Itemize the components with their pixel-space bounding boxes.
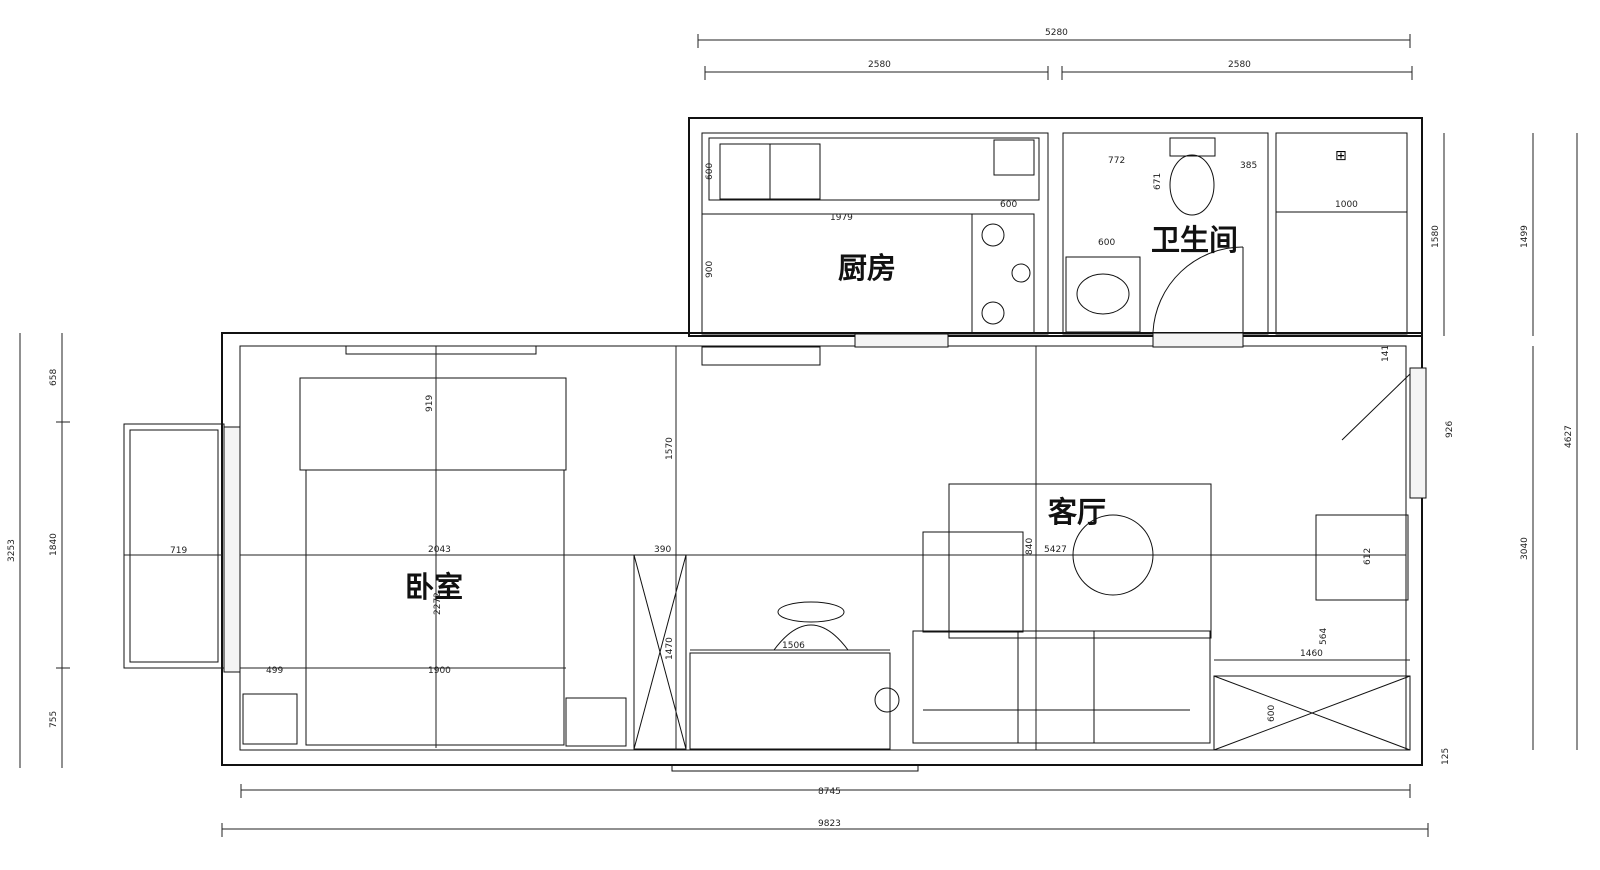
room-label-bathroom: 卫生间	[1151, 223, 1238, 257]
bedroom: 卧室 2043 1900 2272 919 499	[240, 345, 1406, 748]
dim-bath-right: 1580	[1431, 225, 1441, 248]
dim-hall-v: 1570	[665, 437, 675, 460]
dim-bottom-inner: 8745	[818, 787, 841, 797]
dim-gap: 564	[1319, 628, 1329, 645]
dim-armchair: 612	[1363, 548, 1373, 565]
dim-cabinet-w: 1460	[1300, 649, 1323, 659]
dim-kitchen-h: 900	[705, 261, 715, 278]
dim-top-total: 5280	[1045, 28, 1068, 38]
dim-bottom-total: 9823	[818, 819, 841, 829]
top-dimensions: 5280 2580 2580	[697, 28, 1413, 80]
shower-icon: ⊞	[1335, 148, 1347, 164]
kitchen: 厨房 1979 600 900 600	[701, 137, 1040, 366]
living-room: 客厅 5427 840 612 1460 600 564 141 926	[912, 345, 1455, 751]
bathroom: ⊞ 卫生间 772 385 671 600 1000	[1065, 137, 1407, 333]
wardrobe	[633, 554, 687, 750]
plant-icon	[874, 687, 900, 713]
dim-kitchen-top: 600	[705, 163, 715, 180]
stove	[971, 213, 1035, 335]
study-area: 390 1470 1570 1506	[633, 346, 900, 750]
dim-nightstand: 499	[266, 666, 283, 676]
dim-left-mid: 1840	[49, 533, 59, 556]
dim-cabinet-h: 600	[1267, 705, 1277, 722]
dim-desk: 1506	[782, 641, 805, 651]
room-label-bedroom: 卧室	[405, 570, 463, 604]
rug	[948, 483, 1212, 639]
dim-bed-lower: 1900	[428, 666, 451, 676]
dim-shower: 1000	[1335, 200, 1358, 210]
dim-bath-c: 671	[1153, 173, 1163, 190]
dim-right-lower: 3040	[1520, 537, 1530, 560]
dim-left-top: 658	[49, 369, 59, 386]
dim-top-right: 2580	[1228, 60, 1251, 70]
dim-bath-d: 600	[1098, 238, 1115, 248]
dim-bed-width: 2043	[428, 545, 451, 555]
dim-living-w: 5427	[1044, 545, 1067, 555]
burner-icon	[1011, 263, 1031, 283]
bed-headboard	[299, 377, 567, 471]
dim-bath-b: 385	[1240, 161, 1257, 171]
balcony: 719	[123, 423, 225, 669]
dim-balcony: 719	[170, 546, 187, 556]
burner-icon	[981, 223, 1005, 247]
left-dimensions: 3253 658 1840 755	[7, 333, 70, 768]
nightstand	[242, 693, 298, 745]
tv-cabinet	[1213, 675, 1411, 751]
entrance-door	[1341, 373, 1411, 441]
dim-right-outer: 4627	[1564, 425, 1574, 448]
desk	[689, 652, 891, 750]
dim-kitchen-w: 1979	[830, 213, 853, 223]
right-dimensions: 1580 1499 3040 4627	[1431, 133, 1578, 750]
burner-icon	[981, 301, 1005, 325]
dim-bed-head: 919	[425, 395, 435, 412]
dim-left-outer: 3253	[7, 539, 17, 562]
armchair	[1315, 514, 1409, 601]
dim-living-v: 840	[1025, 538, 1035, 555]
dim-kitchen-hob: 600	[1000, 200, 1017, 210]
bottom-dimensions: 8745 9823 125	[221, 748, 1451, 837]
coffee-table	[1072, 514, 1154, 596]
dim-door-right: 926	[1445, 421, 1455, 438]
sofa	[912, 630, 1211, 744]
room-label-living: 客厅	[1048, 495, 1106, 529]
dim-bed-vertical: 2272	[433, 592, 443, 615]
dim-top-left: 2580	[868, 60, 891, 70]
chair	[777, 601, 845, 623]
washbasin	[1065, 256, 1141, 333]
dim-wardrobe-h: 1470	[665, 637, 675, 660]
toilet-icon	[1169, 154, 1215, 216]
walls	[221, 117, 1427, 766]
dim-bottom-right: 125	[1441, 748, 1451, 765]
kitchen-counter	[993, 139, 1035, 176]
dim-corner: 141	[1381, 345, 1391, 362]
dim-right-upper: 1499	[1520, 225, 1530, 248]
dim-left-bottom: 755	[49, 711, 59, 728]
room-label-kitchen: 厨房	[838, 251, 896, 285]
dim-bath-a: 772	[1108, 156, 1125, 166]
dim-wardrobe: 390	[654, 545, 671, 555]
bed	[305, 469, 565, 746]
